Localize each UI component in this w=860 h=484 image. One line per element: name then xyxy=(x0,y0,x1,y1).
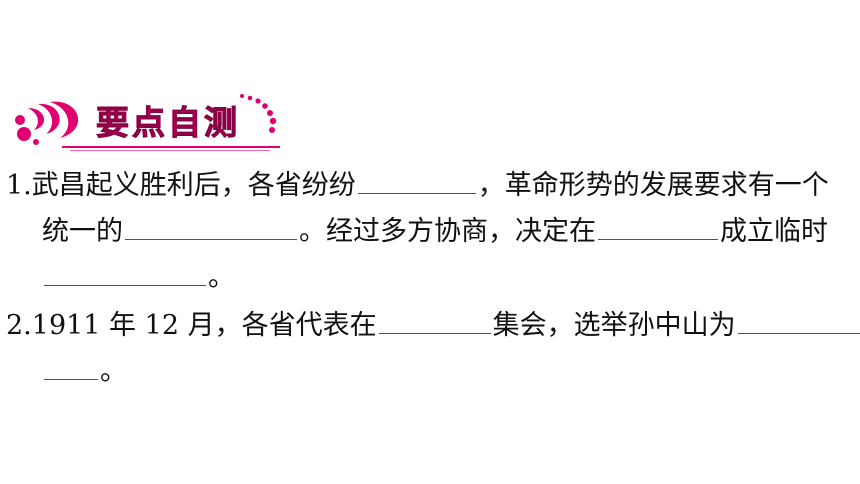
question-text: ，革命形势的发展要求有一个 xyxy=(477,170,829,201)
question-text: 统一的 xyxy=(42,216,123,247)
question-2-line-1: 2.1911 年 12 月，各省代表在 集会，选举孙中山为 xyxy=(6,306,860,346)
question-text: 1911 年 12 月，各省代表在 xyxy=(31,310,377,341)
question-text: 。 xyxy=(100,356,127,387)
question-1-line-3: 。 xyxy=(42,258,235,298)
answer-blank[interactable] xyxy=(598,213,718,240)
answer-blank[interactable] xyxy=(44,259,206,286)
question-1-line-2: 统一的 。经过多方协商，决定在 成立临时 xyxy=(42,212,828,252)
question-text: 武昌起义胜利后，各省纷纷 xyxy=(31,170,356,201)
question-text: 成立临时 xyxy=(720,216,828,247)
answer-blank[interactable] xyxy=(378,307,491,334)
pink-bubble-decoration-icon xyxy=(15,94,280,151)
answer-blank[interactable] xyxy=(357,167,476,194)
answer-blank[interactable] xyxy=(44,353,98,380)
section-header: 要点自测 xyxy=(10,86,282,156)
answer-blank[interactable] xyxy=(125,213,297,240)
answer-blank[interactable] xyxy=(737,307,860,334)
section-title: 要点自测 xyxy=(96,103,240,143)
question-1-line-1: 1.武昌起义胜利后，各省纷纷 ，革命形势的发展要求有一个 xyxy=(6,166,829,206)
question-text: 。经过多方协商，决定在 xyxy=(299,216,596,247)
question-number: 1. xyxy=(6,170,32,201)
question-text: 。 xyxy=(208,262,235,293)
question-text: 集会，选举孙中山为 xyxy=(492,310,736,341)
question-number: 2. xyxy=(6,310,32,341)
question-2-line-2: 。 xyxy=(42,352,127,392)
